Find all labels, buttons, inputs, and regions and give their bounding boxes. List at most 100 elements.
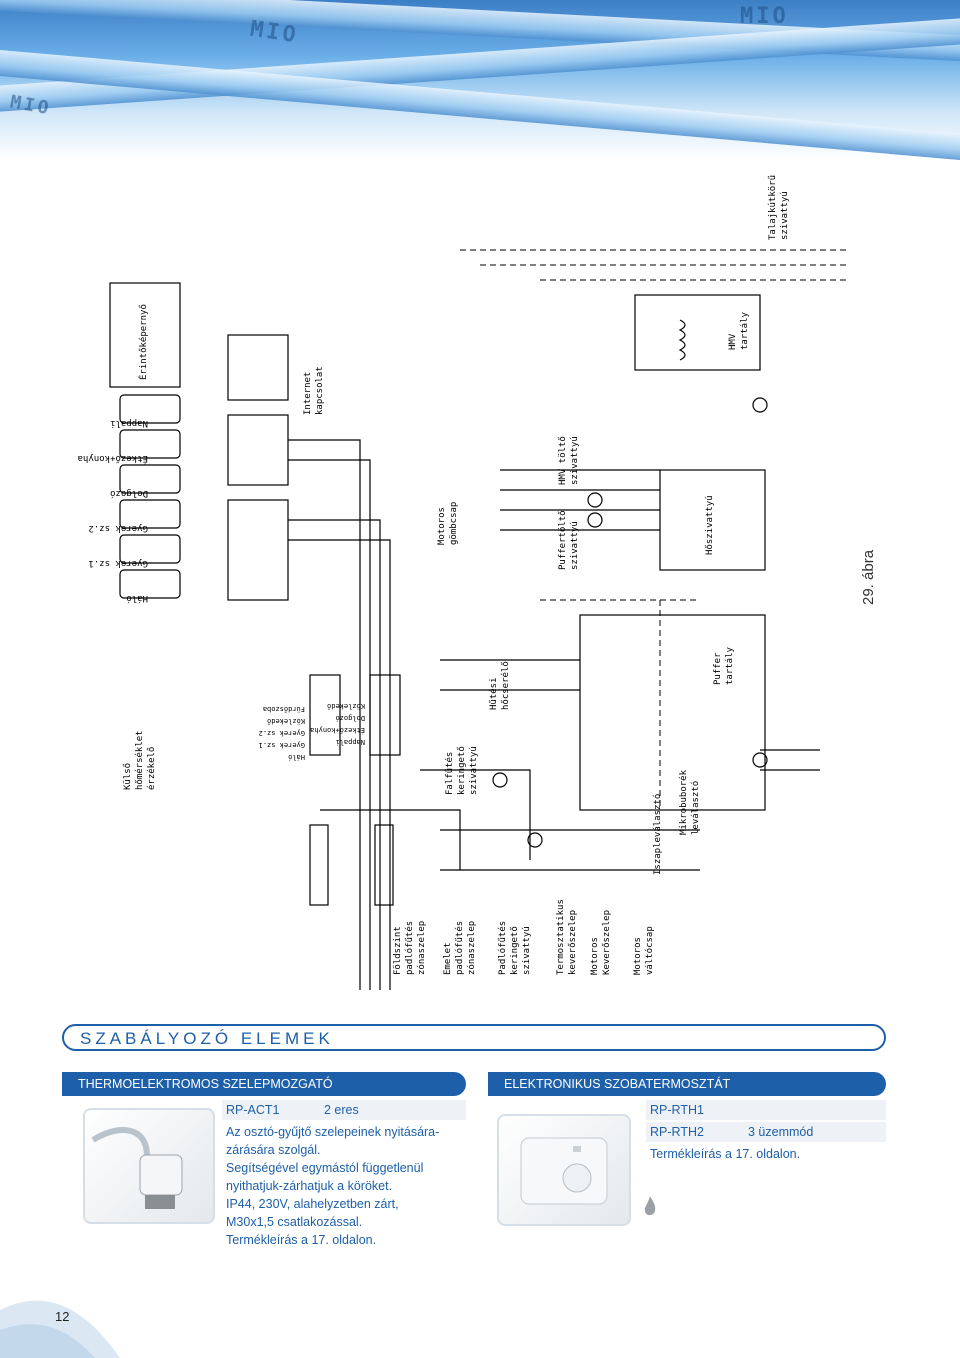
product-code: RP-RTH1 xyxy=(650,1103,704,1117)
bottom-label: keringető xyxy=(510,926,520,975)
floor-zone-label: Gyerek sz.2 xyxy=(259,729,305,737)
internet-label: kapcsolat xyxy=(315,366,325,415)
room-label: Dolgozó xyxy=(110,488,148,499)
floor-zone-label: Háló xyxy=(288,753,305,761)
ground-pump-label: Talajkútkörű xyxy=(768,175,778,240)
flame-icon xyxy=(644,1196,656,1216)
product-value: 2 eres xyxy=(324,1103,359,1117)
product-value: 3 üzemmód xyxy=(748,1125,814,1139)
desc-line: Termékleírás a 17. oldalon. xyxy=(226,1233,377,1247)
actuator-icon xyxy=(91,1127,183,1209)
puffer-tank-label: Puffer xyxy=(713,652,723,685)
controller-module xyxy=(227,499,289,601)
bottom-label: Termosztatikus xyxy=(556,899,566,975)
thermostat-image xyxy=(497,1114,631,1226)
room-thermostat xyxy=(119,394,181,424)
wall-pump-label: Falfűtés xyxy=(444,752,455,795)
room-thermostat xyxy=(119,429,181,459)
hmv-tank-shape xyxy=(634,294,761,371)
page-number: 12 xyxy=(55,1309,70,1324)
microbubble-label: Mikrobuborék xyxy=(678,769,689,835)
figure-label: 29. ábra xyxy=(860,549,877,605)
bottom-label: Keverőszelep xyxy=(602,910,612,975)
hmv-tank-label: HMV xyxy=(728,333,738,350)
room-label: Gyerek sz.2 xyxy=(88,523,148,533)
room-label: Étkező+konyha xyxy=(78,453,148,465)
bottom-label: szivattyú xyxy=(522,926,532,975)
pipe-print: MIO xyxy=(740,4,789,29)
manifold xyxy=(374,824,394,906)
bottom-label: Földszint xyxy=(393,926,403,975)
left-spec-row: RP-ACT1 2 eres xyxy=(222,1100,466,1120)
floor-zone-label: Közlekedő xyxy=(267,717,305,726)
pump-symbol xyxy=(587,492,603,508)
sensor-label: hőmérséklet xyxy=(134,730,145,790)
room-thermostat xyxy=(119,534,181,564)
page-corner-decoration xyxy=(0,1300,120,1358)
section-title-bar: SZABÁLYOZÓ ELEMEK xyxy=(62,1024,886,1051)
hydraulic-schematic: Háló Gyerek sz.1 Gyerek sz.2 Dolgozó Étk… xyxy=(78,175,850,990)
desc-line: Az osztó-gyűjtő szelepeinek nyitására- xyxy=(226,1125,440,1139)
puffer-pump-label: szivattyú xyxy=(570,521,580,570)
sensor-label: érzékelő xyxy=(146,747,157,790)
heat-pump-label: Hőszivattyú xyxy=(705,495,715,555)
room-thermostat xyxy=(119,464,181,494)
right-description: Termékleírás a 17. oldalon. xyxy=(650,1147,801,1161)
room-label: Nappali xyxy=(110,418,148,428)
pipe-print: MIO xyxy=(248,16,301,49)
bottom-label: Emelet xyxy=(443,942,453,975)
manifold xyxy=(309,824,329,906)
sensor-label: Külső xyxy=(123,763,133,790)
desc-line: IP44, 230V, alahelyzetben zárt, xyxy=(226,1197,399,1211)
actuator-image xyxy=(83,1108,215,1224)
bottom-label: keverőszelep xyxy=(568,910,578,975)
pump-symbol xyxy=(752,752,768,768)
room-label: Gyerek sz.1 xyxy=(88,558,148,568)
bottom-label: váltócsap xyxy=(644,926,655,975)
touchscreen-label: Érintőképernyő xyxy=(137,304,149,380)
bottom-label: Motoros xyxy=(590,937,600,975)
bottom-label: Padlófűtés xyxy=(497,921,508,975)
controller-module xyxy=(227,334,289,401)
desc-line: M30x1,5 csatlakozással. xyxy=(226,1215,363,1229)
floor-zone-label: Fürdőszoba xyxy=(263,705,305,714)
wall-pump-label: keringető xyxy=(457,746,467,795)
hmv-tank-label: tartály xyxy=(740,311,750,350)
ball-valve-label: gömbcsap xyxy=(449,502,459,545)
floor-zone-label: Közlekedő xyxy=(327,702,365,711)
wall-pump-label: szivattyú xyxy=(469,746,479,795)
section-title: SZABÁLYOZÓ ELEMEK xyxy=(80,1029,334,1048)
touchscreen-box xyxy=(109,282,181,388)
cooling-label: Hűtési xyxy=(488,677,499,710)
desc-line: nyithatjuk-zárhatjuk a köröket. xyxy=(226,1179,393,1193)
ball-valve-label: Motoros xyxy=(437,507,447,545)
right-spec-row: RP-RTH2 3 üzemmód xyxy=(646,1122,886,1142)
sludge-label: Iszapleválasztó xyxy=(652,794,663,875)
hmv-pump-label: HMV töltő xyxy=(558,436,568,485)
ground-pump-label: szivattyú xyxy=(780,191,790,240)
header-pipe-photo: MIO MIO MIO xyxy=(0,0,960,160)
room-thermostat xyxy=(119,499,181,529)
left-panel-header: THERMOELEKTROMOS SZELEPMOZGATÓ xyxy=(62,1072,466,1096)
floor-zone-label: Nappali xyxy=(335,738,365,746)
floor-zone-label: Dolgozó xyxy=(335,714,365,722)
floor-zone-label: Gyerek sz.1 xyxy=(259,741,305,749)
bottom-label: zónaszelep xyxy=(416,921,427,975)
room-thermostat xyxy=(119,569,181,599)
puffer-tank-shape xyxy=(579,614,766,811)
product-code: RP-RTH2 xyxy=(650,1125,704,1139)
pump-symbol xyxy=(492,772,508,788)
floor-zone-label: Étkező+konyha xyxy=(310,726,365,735)
bottom-label: padlófűtés xyxy=(454,921,465,975)
right-panel-header: ELEKTRONIKUS SZOBATERMOSZTÁT xyxy=(488,1072,886,1096)
puffer-tank-label: tartály xyxy=(725,646,735,685)
puffer-pump-label: Puffertöltő xyxy=(558,510,568,570)
pump-symbol xyxy=(752,397,768,413)
right-spec-row: RP-RTH1 xyxy=(646,1100,886,1120)
room-label: Háló xyxy=(126,593,148,604)
heat-pump-shape xyxy=(659,469,766,571)
bottom-label: Motoros xyxy=(633,937,643,975)
left-description: Az osztó-gyűjtő szelepeinek nyitására- z… xyxy=(226,1123,476,1249)
manifold xyxy=(309,674,341,756)
cooling-label: hőcserélő xyxy=(500,661,511,710)
